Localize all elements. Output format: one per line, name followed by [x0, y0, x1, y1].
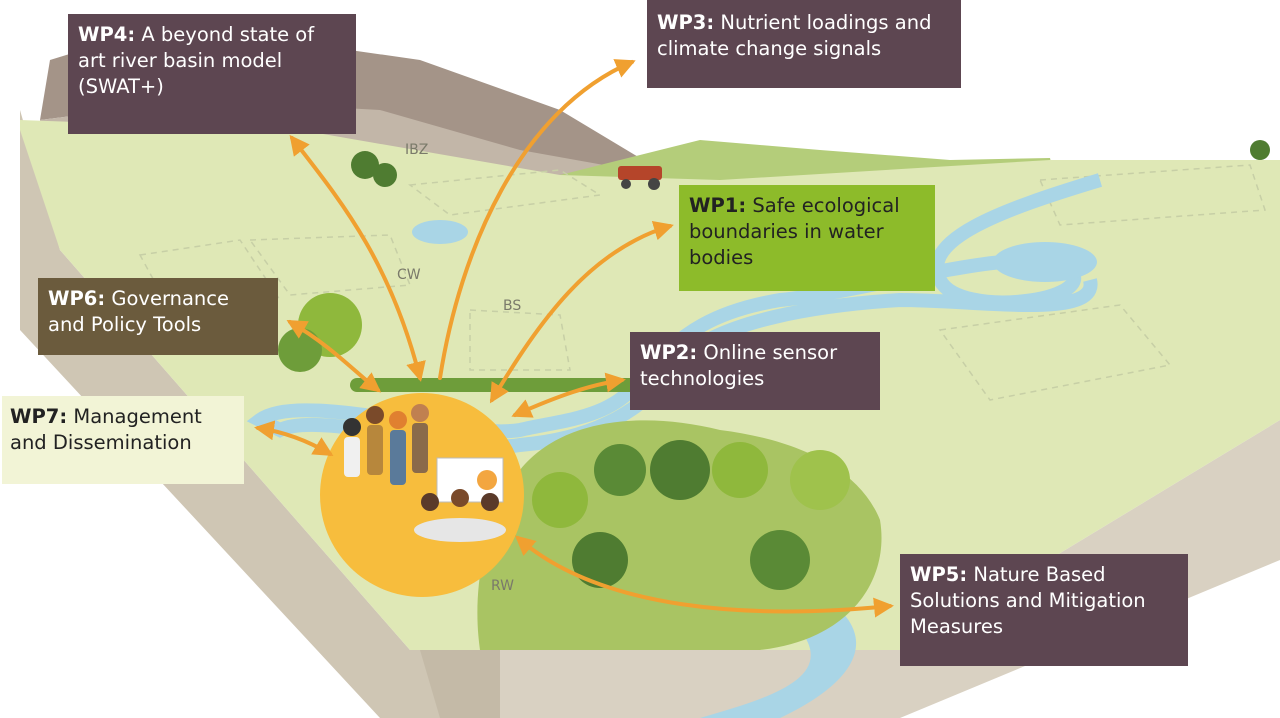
- stakeholders-group-icon: [343, 404, 429, 485]
- arrow-wp5: [514, 535, 894, 618]
- wp6-id: WP6:: [48, 287, 106, 310]
- wp1-text: Safe ecological boundaries in water bodi…: [689, 194, 900, 270]
- wp6-box: WP6: Governance and Policy Tools: [38, 278, 278, 355]
- wp3-id: WP3:: [657, 11, 715, 34]
- wp-arrows: [254, 59, 894, 618]
- wp4-box: WP4: A beyond state of art river basin m…: [68, 14, 356, 134]
- arrow-wp1: [489, 221, 674, 404]
- wp3-text: Nutrient loadings and climate change sig…: [657, 11, 932, 61]
- wp7-box: WP7: Management and Dissemination: [2, 396, 244, 484]
- zone-label-bs: BS: [503, 298, 522, 314]
- wp1-id: WP1:: [689, 194, 747, 217]
- zone-label-rw: RW: [491, 578, 515, 594]
- wp7-id: WP7:: [10, 405, 68, 428]
- arrow-wp4: [289, 134, 426, 382]
- wp2-id: WP2:: [640, 341, 698, 364]
- zone-label-cw: CW: [397, 267, 421, 283]
- wp5-text: Nature Based Solutions and Mitigation Me…: [910, 563, 1146, 639]
- wp1-box: WP1: Safe ecological boundaries in water…: [679, 185, 935, 291]
- arrow-wp2: [511, 372, 626, 418]
- arrow-wp7: [254, 420, 334, 457]
- wp3-box: WP3: Nutrient loadings and climate chang…: [647, 0, 961, 88]
- meeting-table-icon: [414, 489, 506, 542]
- river-main: [246, 173, 1103, 454]
- soil-block-corner: [420, 650, 500, 718]
- lake: [993, 242, 1097, 282]
- zone-label-ibz: IBZ: [405, 142, 429, 158]
- wp5-box: WP5: Nature Based Solutions and Mitigati…: [900, 554, 1188, 666]
- arrow-wp6: [286, 320, 382, 393]
- wp4-text: A beyond state of art river basin model …: [78, 23, 315, 99]
- wp2-text: Online sensor technologies: [640, 341, 838, 391]
- wp7-text: Management and Dissemination: [10, 405, 202, 455]
- wp6-text: Governance and Policy Tools: [48, 287, 230, 337]
- wp4-id: WP4:: [78, 23, 136, 46]
- wp2-box: WP2: Online sensor technologies: [630, 332, 880, 410]
- pond-ibz: [412, 220, 468, 244]
- tractor-icon: [618, 166, 662, 190]
- arrow-wp3: [438, 59, 636, 380]
- wp5-id: WP5:: [910, 563, 968, 586]
